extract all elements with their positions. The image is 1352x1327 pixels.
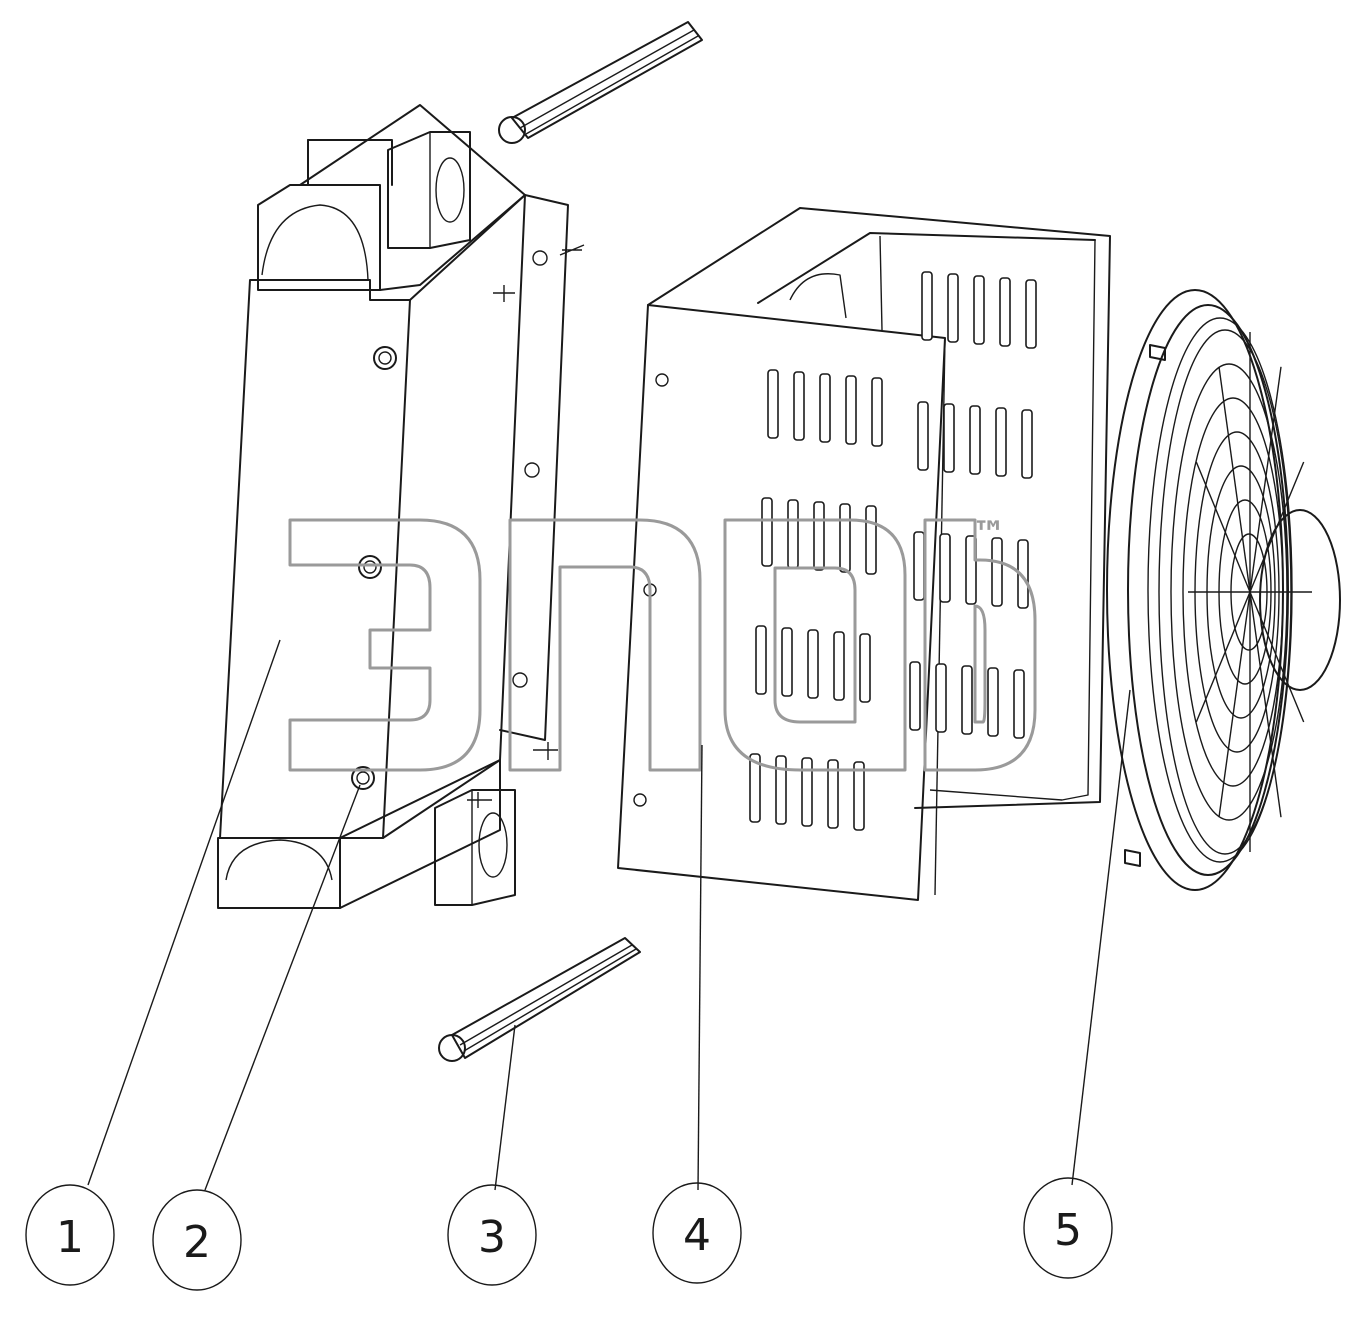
callout-4: 4: [652, 1182, 742, 1284]
vent-slot: [801, 757, 813, 827]
vent-slot: [921, 271, 933, 341]
vent-slot: [1017, 539, 1029, 609]
vent-slot: [871, 377, 883, 447]
fan-grille-spoke: [1249, 591, 1305, 723]
vent-slot: [839, 503, 851, 573]
vent-slot: [995, 407, 1007, 477]
vent-slot: [991, 537, 1003, 607]
vent-slot: [1025, 279, 1037, 349]
vent-slot: [917, 401, 929, 471]
vent-slot: [943, 403, 955, 473]
vent-slot: [935, 663, 947, 733]
vent-slot: [939, 533, 951, 603]
callout-1-label: 1: [56, 1212, 84, 1263]
fan-shroud: [617, 207, 1111, 901]
watermark: ™: [288, 514, 1037, 772]
vent-slot: [845, 375, 857, 445]
seal-strip-bottom: [438, 937, 641, 1062]
vent-slot: [833, 631, 845, 701]
callout-2-label: 2: [183, 1217, 211, 1268]
radiator: [217, 104, 585, 909]
vent-slot: [865, 505, 877, 575]
fan-grille-spoke: [1218, 591, 1251, 818]
fan-grille-spoke: [1195, 461, 1251, 593]
fan-grille-spoke: [1195, 591, 1251, 723]
vent-slot: [1021, 409, 1033, 479]
vent-slot: [1013, 669, 1025, 739]
vent-slot: [999, 277, 1011, 347]
vent-slot: [961, 665, 973, 735]
callout-2: 2: [152, 1189, 242, 1291]
callout-1: 1: [25, 1184, 115, 1286]
vent-slot: [853, 761, 865, 831]
seal-strip-top: [498, 21, 703, 144]
callout-3-label: 3: [478, 1212, 506, 1263]
callout-5: 5: [1023, 1177, 1113, 1279]
vent-slot: [987, 667, 999, 737]
vent-slot: [787, 499, 799, 569]
vent-slot: [947, 273, 959, 343]
vent-slot: [827, 759, 839, 829]
vent-slot: [755, 625, 767, 695]
vent-slot: [973, 275, 985, 345]
mounting-bolts: [351, 346, 397, 790]
vent-slot: [859, 633, 871, 703]
vent-slot: [819, 373, 831, 443]
vent-slot: [913, 531, 925, 601]
fan-grille-spoke: [1249, 461, 1305, 593]
vent-slot: [767, 369, 779, 439]
vent-slot: [969, 405, 981, 475]
fan-grille-spoke: [1249, 591, 1282, 818]
fan-grille-spoke: [1218, 366, 1251, 593]
vent-slot: [761, 497, 773, 567]
vent-slot: [775, 755, 787, 825]
vent-slot: [909, 661, 921, 731]
callout-5-label: 5: [1054, 1205, 1082, 1256]
vent-slot: [813, 501, 825, 571]
callout-4-label: 4: [683, 1210, 711, 1261]
leader-lines: [87, 639, 1131, 1191]
callout-3: 3: [447, 1184, 537, 1286]
trademark-mark: ™: [972, 514, 1006, 554]
fan-grille-spoke: [1249, 366, 1282, 593]
vent-slot: [749, 753, 761, 823]
vent-slot: [807, 629, 819, 699]
vent-slot: [793, 371, 805, 441]
electric-fan: [1106, 289, 1341, 891]
vent-slot: [781, 627, 793, 697]
